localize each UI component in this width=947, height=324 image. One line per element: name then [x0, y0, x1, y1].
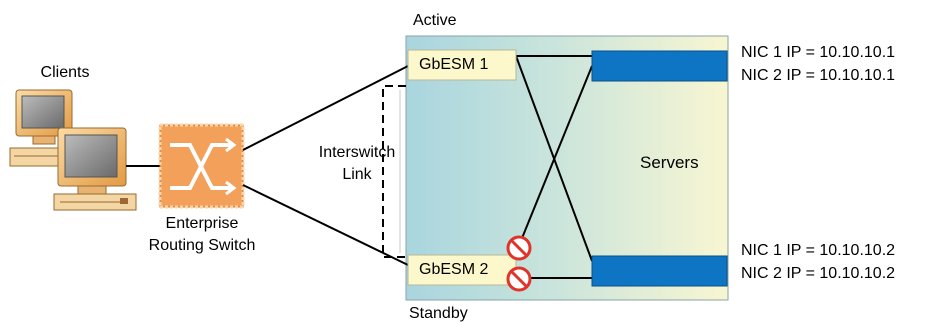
blocked-link-icon	[506, 266, 532, 292]
esm1-box	[407, 49, 517, 81]
servers-label: Servers	[640, 153, 699, 172]
clients-group	[9, 89, 137, 211]
isl-label-line2: Link	[342, 166, 372, 183]
server-bar-top	[591, 50, 728, 82]
server-bar-bottom	[591, 255, 728, 287]
switch-icon	[158, 123, 245, 209]
server-bottom-nic1: NIC 1 IP = 10.10.10.2	[741, 242, 896, 259]
interswitch-link	[382, 85, 406, 258]
isl-label-line1: Interswitch	[318, 144, 396, 161]
clients-label: Clients	[40, 64, 90, 81]
server-bottom-nic2: NIC 2 IP = 10.10.10.2	[741, 265, 896, 282]
server-top-nic1: NIC 1 IP = 10.10.10.1	[741, 44, 896, 61]
esm2-label: GbESM 2	[419, 261, 489, 278]
computer-icon	[53, 127, 137, 211]
esm1-label: GbESM 1	[419, 56, 489, 73]
uplink-esm2	[242, 184, 409, 266]
switch-label-line2: Routing Switch	[148, 237, 256, 254]
active-label: Active	[413, 12, 457, 29]
uplink-esm1	[242, 65, 409, 151]
esm2-to-server-top	[517, 65, 593, 249]
computer-icon	[9, 89, 73, 167]
standby-label: Standby	[409, 305, 468, 322]
server-top-nic2: NIC 2 IP = 10.10.10.1	[741, 67, 896, 84]
esm2-box	[407, 254, 517, 286]
blocked-link-icon	[506, 235, 532, 261]
switch-label-line1: Enterprise	[165, 215, 239, 232]
